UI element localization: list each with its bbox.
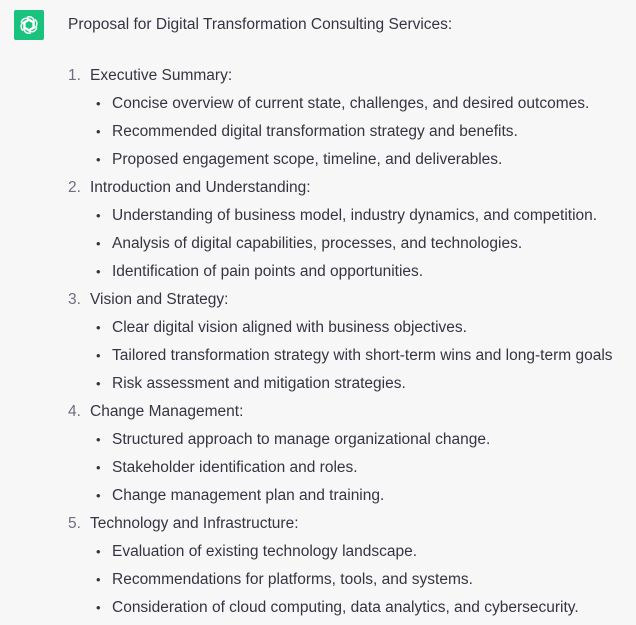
list-section: 5. Technology and Infrastructure: • Evalu… bbox=[68, 510, 636, 622]
section-list: 1. Executive Summary: • Concise overview … bbox=[68, 62, 636, 622]
bullet-text: Consideration of cloud computing, data a… bbox=[112, 599, 579, 616]
section-number: 5. bbox=[68, 515, 81, 532]
bullet-text: Identification of pain points and opport… bbox=[112, 263, 424, 280]
list-item: • Stakeholder identification and roles. bbox=[68, 454, 636, 482]
bullet-icon: • bbox=[96, 348, 101, 363]
list-item: • Identification of pain points and oppor… bbox=[68, 258, 636, 286]
section-number: 2. bbox=[68, 179, 81, 196]
list-section: 4. Change Management: • Structured approa… bbox=[68, 398, 636, 510]
bullet-icon: • bbox=[96, 376, 101, 391]
bullet-icon: • bbox=[96, 572, 101, 587]
bullet-icon: • bbox=[96, 96, 101, 111]
message-intro: Proposal for Digital Transformation Cons… bbox=[68, 16, 453, 33]
section-heading: 5. Technology and Infrastructure: bbox=[68, 510, 636, 538]
list-item: • Risk assessment and mitigation strategi… bbox=[68, 370, 636, 398]
bullet-icon: • bbox=[96, 208, 101, 223]
list-item: • Proposed engagement scope, timeline, an… bbox=[68, 146, 636, 174]
list-item: • Structured approach to manage organizat… bbox=[68, 426, 636, 454]
bullet-text: Recommended digital transformation strat… bbox=[112, 123, 518, 140]
bullet-text: Change management plan and training. bbox=[112, 487, 385, 504]
list-item: • Understanding of business model, indust… bbox=[68, 202, 636, 230]
section-heading: 1. Executive Summary: bbox=[68, 62, 636, 90]
list-section: 3. Vision and Strategy: • Clear digital v… bbox=[68, 286, 636, 398]
bullet-icon: • bbox=[96, 460, 101, 475]
openai-logo-icon bbox=[20, 16, 38, 34]
section-number: 1. bbox=[68, 67, 81, 84]
bullet-icon: • bbox=[96, 152, 101, 167]
section-heading: 4. Change Management: bbox=[68, 398, 636, 426]
assistant-avatar bbox=[14, 10, 44, 40]
bullet-text: Evaluation of existing technology landsc… bbox=[112, 543, 418, 560]
list-item: • Recommendations for platforms, tools, a… bbox=[68, 566, 636, 594]
list-item: • Consideration of cloud computing, data … bbox=[68, 594, 636, 622]
list-item: • Concise overview of current state, chal… bbox=[68, 90, 636, 118]
bullet-text: Risk assessment and mitigation strategie… bbox=[112, 375, 406, 392]
message-content: Proposal for Digital Transformation Cons… bbox=[68, 14, 636, 622]
section-title: Executive Summary: bbox=[90, 67, 233, 84]
list-item: • Recommended digital transformation stra… bbox=[68, 118, 636, 146]
bullet-text: Analysis of digital capabilities, proces… bbox=[112, 235, 523, 252]
bullet-text: Recommendations for platforms, tools, an… bbox=[112, 571, 473, 588]
section-title: Introduction and Understanding: bbox=[90, 179, 311, 196]
section-title: Change Management: bbox=[90, 403, 244, 420]
bullet-icon: • bbox=[96, 600, 101, 615]
list-item: • Clear digital vision aligned with busin… bbox=[68, 314, 636, 342]
section-title: Vision and Strategy: bbox=[90, 291, 229, 308]
bullet-text: Concise overview of current state, chall… bbox=[112, 95, 590, 112]
section-number: 3. bbox=[68, 291, 81, 308]
bullet-text: Understanding of business model, industr… bbox=[112, 207, 598, 224]
bullet-icon: • bbox=[96, 264, 101, 279]
list-item: • Evaluation of existing technology lands… bbox=[68, 538, 636, 566]
bullet-text: Stakeholder identification and roles. bbox=[112, 459, 358, 476]
bullet-text: Clear digital vision aligned with busine… bbox=[112, 319, 467, 336]
list-item: • Tailored transformation strategy with s… bbox=[68, 342, 636, 370]
bullet-text: Tailored transformation strategy with sh… bbox=[112, 347, 613, 364]
section-heading: 3. Vision and Strategy: bbox=[68, 286, 636, 314]
list-section: 1. Executive Summary: • Concise overview … bbox=[68, 62, 636, 174]
section-number: 4. bbox=[68, 403, 81, 420]
list-item: • Change management plan and training. bbox=[68, 482, 636, 510]
section-title: Technology and Infrastructure: bbox=[90, 515, 299, 532]
bullet-icon: • bbox=[96, 124, 101, 139]
list-section: 2. Introduction and Understanding: • Unde… bbox=[68, 174, 636, 286]
list-item: • Analysis of digital capabilities, proce… bbox=[68, 230, 636, 258]
bullet-icon: • bbox=[96, 236, 101, 251]
bullet-icon: • bbox=[96, 320, 101, 335]
bullet-icon: • bbox=[96, 488, 101, 503]
bullet-icon: • bbox=[96, 544, 101, 559]
bullet-text: Structured approach to manage organizati… bbox=[112, 431, 491, 448]
bullet-icon: • bbox=[96, 432, 101, 447]
section-heading: 2. Introduction and Understanding: bbox=[68, 174, 636, 202]
bullet-text: Proposed engagement scope, timeline, and… bbox=[112, 151, 503, 168]
